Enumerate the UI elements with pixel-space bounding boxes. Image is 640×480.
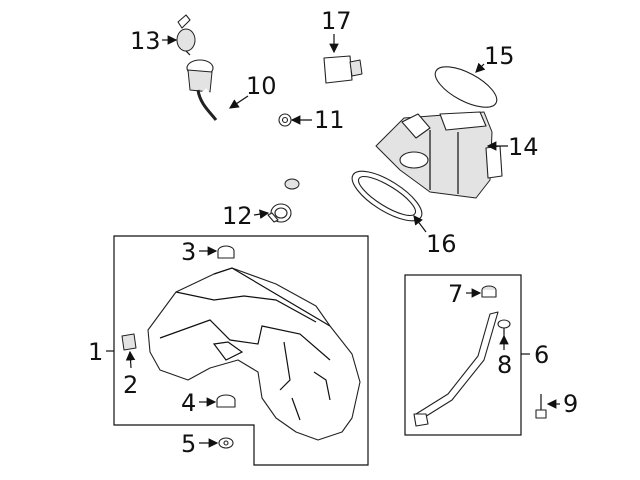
- callout-1: 1: [88, 338, 103, 366]
- nut-part-3: [217, 245, 235, 259]
- callout-16: 16: [426, 230, 457, 258]
- grommet-part: [278, 113, 292, 127]
- tank-group-frame: [113, 235, 369, 466]
- callout-6: 6: [534, 341, 549, 369]
- callout-17: 17: [321, 7, 352, 35]
- tank-strap-part: [413, 311, 499, 427]
- lock-ring-part: [351, 170, 423, 222]
- callout-10: 10: [246, 72, 277, 100]
- fuel-tank-part: [147, 267, 361, 441]
- leader-lines: [106, 34, 560, 448]
- bolt-part-9: [535, 394, 547, 419]
- callout-12: 12: [222, 202, 253, 230]
- callout-5: 5: [181, 430, 196, 458]
- callout-13: 13: [130, 27, 161, 55]
- hose-clamp-part: [267, 203, 292, 223]
- nut-part-5: [218, 437, 234, 449]
- callout-7: 7: [448, 280, 463, 308]
- strap-group-frame: [404, 274, 522, 436]
- callout-3: 3: [181, 238, 196, 266]
- callout-11: 11: [314, 106, 345, 134]
- callout-15: 15: [484, 42, 515, 70]
- clip-part: [121, 333, 137, 351]
- callout-8: 8: [497, 351, 512, 379]
- vent-valve-part: [176, 14, 196, 56]
- callout-14: 14: [508, 133, 539, 161]
- nut-part-7: [481, 285, 497, 298]
- control-module-part: [323, 55, 363, 84]
- callout-9: 9: [563, 390, 578, 418]
- callout-4: 4: [181, 389, 196, 417]
- filler-pipe-part: [186, 59, 300, 190]
- fuel-pump-module-part: [375, 111, 503, 199]
- gasket-ring-part: [434, 66, 498, 108]
- callout-2: 2: [123, 371, 138, 399]
- nut-part-4: [216, 394, 236, 408]
